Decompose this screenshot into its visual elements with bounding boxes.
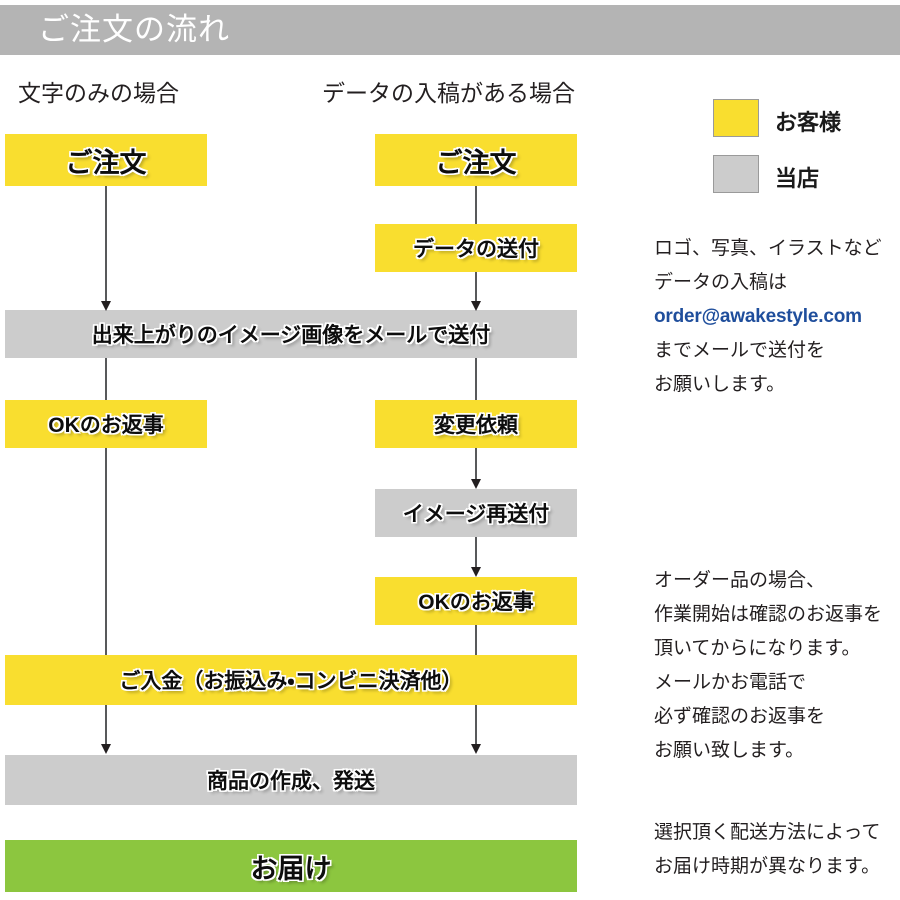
arrow-left-payment-to-ship <box>101 705 111 754</box>
arrow-right-resend-to-ok <box>471 537 481 577</box>
email-link[interactable]: order@awakestyle.com <box>654 306 862 327</box>
note-line: お願いします。 <box>654 374 786 395</box>
flow-box-label: お届け <box>250 853 332 884</box>
flow-box-ok-reply-right: OKのお返事 <box>375 577 577 625</box>
flow-box-order-right: ご注文 <box>375 134 577 186</box>
note-line: オーダー品の場合、 <box>654 570 826 591</box>
flow-box-delivery: お届け <box>5 840 577 892</box>
flow-box-order-left: ご注文 <box>5 134 207 186</box>
note-line: データの入稿は <box>654 272 788 293</box>
flow-box-label: 出来上がりのイメージ画像をメールで送付 <box>91 324 491 347</box>
note-line: メールかお電話で <box>654 672 807 693</box>
arrow-right-image-to-change <box>475 358 477 400</box>
column-caption-text-only: 文字のみの場合 <box>18 80 179 106</box>
arrow-left-image-to-ok <box>105 358 107 400</box>
flow-box-label: ご注文 <box>435 147 517 178</box>
flow-box-label: ご入金（お振込み・コンビニ決済他） <box>119 670 463 693</box>
flow-box-label: イメージ再送付 <box>402 503 550 526</box>
note-line: 必ず確認のお返事を <box>654 706 826 727</box>
note-line: ロゴ、写真、イラストなど <box>654 238 882 259</box>
arrow-right-payment-to-ship <box>471 705 481 754</box>
flow-box-image-mail: 出来上がりのイメージ画像をメールで送付 <box>5 310 577 358</box>
header-bar <box>0 5 900 55</box>
legend-swatch-shop <box>713 155 759 193</box>
note-line: お届け時期が異なります。 <box>654 856 881 877</box>
legend-swatch-customer <box>713 99 759 137</box>
legend-label-shop: 当店 <box>775 166 820 191</box>
note-line: 頂いてからになります。 <box>654 638 861 659</box>
flow-box-data-send: データの送付 <box>375 224 577 272</box>
flow-box-image-resend: イメージ再送付 <box>375 489 577 537</box>
note-order-confirmation: オーダー品の場合、 作業開始は確認のお返事を 頂いてからになります。 メールかお… <box>654 564 882 768</box>
arrow-left-ok-to-payment <box>105 448 107 655</box>
page-title: ご注文の流れ <box>38 12 230 47</box>
flow-box-label: 変更依頼 <box>434 414 518 437</box>
note-line: 選択頂く配送方法によって <box>654 822 881 843</box>
flow-box-payment: ご入金（お振込み・コンビニ決済他） <box>5 655 577 705</box>
arrow-right-data-to-image <box>471 272 481 311</box>
flow-box-label: 商品の作成、発送 <box>207 770 375 793</box>
column-caption-with-data: データの入稿がある場合 <box>322 80 575 106</box>
flow-box-label: OKのお返事 <box>48 414 164 437</box>
flow-box-label: ご注文 <box>65 147 147 178</box>
arrow-right-order-to-data <box>475 186 477 224</box>
note-shipping: 選択頂く配送方法によって お届け時期が異なります。 <box>654 816 880 884</box>
arrow-right-change-to-resend <box>471 448 481 489</box>
note-line: までメールで送付を <box>654 340 826 361</box>
flow-box-ok-reply-left: OKのお返事 <box>5 400 207 448</box>
note-data-submission: ロゴ、写真、イラストなど データの入稿は order@awakestyle.co… <box>654 232 882 402</box>
note-line: 作業開始は確認のお返事を <box>654 604 883 625</box>
flow-box-label: データの送付 <box>413 238 539 261</box>
arrow-right-ok-to-payment <box>475 625 477 655</box>
legend-label-customer: お客様 <box>775 110 842 135</box>
note-line: お願い致します。 <box>654 740 805 761</box>
arrow-left-order-to-image <box>101 186 111 311</box>
flow-box-change-request: 変更依頼 <box>375 400 577 448</box>
flow-box-make-ship: 商品の作成、発送 <box>5 755 577 805</box>
flow-box-label: OKのお返事 <box>418 591 534 614</box>
